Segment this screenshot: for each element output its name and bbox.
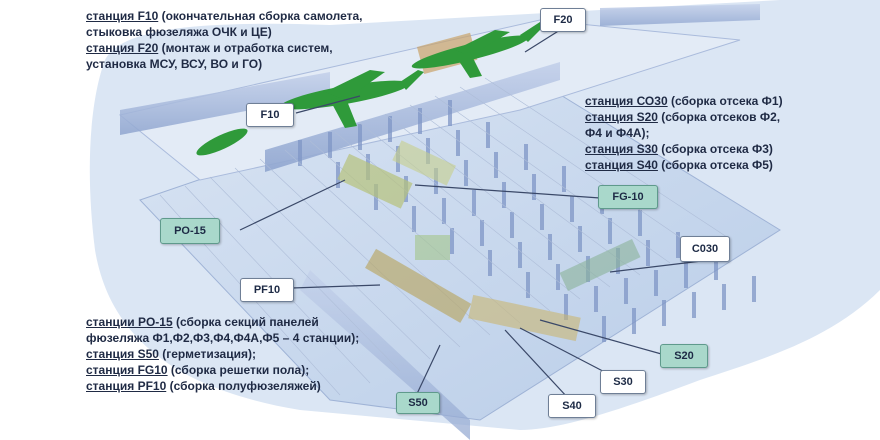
station-s50-desc: (герметизация); bbox=[159, 347, 256, 361]
stations-po15-s50-fg10-pf10-description: станции PO-15 (сборка секций панелей фюз… bbox=[86, 314, 359, 394]
station-s40-title: станция S40 bbox=[585, 158, 658, 172]
station-s40-desc: (сборка отсека Ф5) bbox=[658, 158, 773, 172]
station-fg10-title: станция FG10 bbox=[86, 363, 168, 377]
station-fg10-desc: (сборка решетки пола); bbox=[168, 363, 310, 377]
station-f20-desc-cont: установка МСУ, ВСУ, ВО и ГО) bbox=[86, 57, 262, 71]
station-f10-desc: (окончательная сборка самолета, bbox=[158, 9, 362, 23]
label-s20: S20 bbox=[660, 344, 708, 368]
station-pf10-desc: (сборка полуфюзеляжей) bbox=[166, 379, 320, 393]
stations-co30-s20-s30-s40-description: станция СО30 (сборка отсека Ф1) станция … bbox=[585, 93, 783, 173]
label-s50: S50 bbox=[396, 392, 440, 414]
station-pf10-title: станция PF10 bbox=[86, 379, 166, 393]
station-s50-title: станция S50 bbox=[86, 347, 159, 361]
station-s30-title: станция S30 bbox=[585, 142, 658, 156]
station-co30-title: станция СО30 bbox=[585, 94, 668, 108]
station-s20-desc: (сборка отсеков Ф2, bbox=[658, 110, 780, 124]
label-c030: C030 bbox=[680, 236, 730, 262]
station-s30-desc: (сборка отсека Ф3) bbox=[658, 142, 773, 156]
label-f10: F10 bbox=[246, 103, 294, 127]
label-f20: F20 bbox=[540, 8, 586, 32]
stations-f10-f20-description: станция F10 (окончательная сборка самоле… bbox=[86, 8, 363, 72]
station-po15-title: станции PO-15 bbox=[86, 315, 173, 329]
label-po15: PO-15 bbox=[160, 218, 220, 244]
station-s20-desc-cont: Ф4 и Ф4А); bbox=[585, 126, 650, 140]
station-f20-title: станция F20 bbox=[86, 41, 158, 55]
station-po15-desc-cont: фюзеляжа Ф1,Ф2,Ф3,Ф4,Ф4А,Ф5 – 4 станции)… bbox=[86, 331, 359, 345]
station-f10-desc-cont: стыковка фюзеляжа ОЧК и ЦЕ) bbox=[86, 25, 272, 39]
label-s30: S30 bbox=[600, 370, 646, 394]
label-fg10: FG-10 bbox=[598, 185, 658, 209]
station-s20-title: станция S20 bbox=[585, 110, 658, 124]
station-f10-title: станция F10 bbox=[86, 9, 158, 23]
label-pf10: PF10 bbox=[240, 278, 294, 302]
station-f20-desc: (монтаж и отработка систем, bbox=[158, 41, 332, 55]
label-s40: S40 bbox=[548, 394, 596, 418]
station-co30-desc: (сборка отсека Ф1) bbox=[668, 94, 783, 108]
station-po15-desc: (сборка секций панелей bbox=[173, 315, 319, 329]
